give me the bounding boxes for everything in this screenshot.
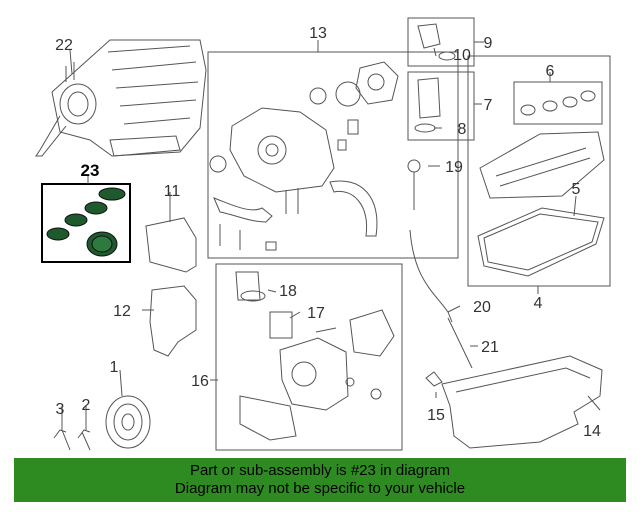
callout-8: 8 bbox=[458, 121, 467, 138]
group-box-13 bbox=[207, 51, 459, 259]
group-box-7 bbox=[407, 71, 475, 141]
callout-18: 18 bbox=[279, 283, 297, 300]
callout-17: 17 bbox=[307, 305, 325, 322]
group-box-6 bbox=[513, 81, 603, 125]
callout-1: 1 bbox=[110, 359, 119, 376]
cap-and-filter-drawing bbox=[414, 23, 456, 133]
timing-covers-drawing bbox=[145, 217, 197, 357]
callout-7: 7 bbox=[484, 97, 493, 114]
highlight-box-23 bbox=[41, 183, 131, 263]
callout-20: 20 bbox=[473, 299, 491, 316]
callout-5: 5 bbox=[572, 181, 581, 198]
callout-6: 6 bbox=[546, 63, 555, 80]
footer-banner: Part or sub-assembly is #23 in diagram D… bbox=[14, 458, 626, 502]
balancer-and-bolts-drawing bbox=[53, 395, 151, 451]
callout-13: 13 bbox=[309, 25, 327, 42]
footer-line-2: Diagram may not be specific to your vehi… bbox=[174, 480, 466, 497]
callout-23: 23 bbox=[81, 161, 100, 180]
manifold-seals-drawing bbox=[46, 187, 126, 257]
callout-11: 11 bbox=[164, 183, 181, 200]
callout-2: 2 bbox=[82, 397, 91, 414]
callout-12: 12 bbox=[113, 303, 131, 320]
callout-16: 16 bbox=[191, 373, 209, 390]
callout-4: 4 bbox=[534, 295, 543, 312]
intake-manifold-drawing bbox=[35, 39, 207, 157]
valve-cover-drawing bbox=[477, 90, 605, 277]
callout-21: 21 bbox=[481, 339, 499, 356]
group-box-16 bbox=[215, 263, 403, 451]
callout-22: 22 bbox=[55, 37, 73, 54]
callout-3: 3 bbox=[56, 401, 65, 418]
callout-19: 19 bbox=[445, 159, 463, 176]
oil-pump-drawing bbox=[209, 61, 399, 251]
callout-labels: 1 2 3 4 5 6 7 8 9 10 11 12 13 14 15 16 1… bbox=[55, 25, 601, 440]
callout-14: 14 bbox=[583, 423, 601, 440]
dipstick-drawing bbox=[407, 159, 473, 369]
group-box-4 bbox=[467, 55, 611, 287]
callout-9: 9 bbox=[484, 35, 493, 52]
leader-lines bbox=[61, 40, 601, 430]
footer-line-1: Part or sub-assembly is #23 in diagram bbox=[189, 462, 451, 479]
oil-pan-drawing bbox=[425, 355, 603, 449]
callout-15: 15 bbox=[427, 407, 445, 424]
callout-10: 10 bbox=[453, 47, 471, 64]
oil-filter-housing-drawing bbox=[235, 271, 395, 441]
